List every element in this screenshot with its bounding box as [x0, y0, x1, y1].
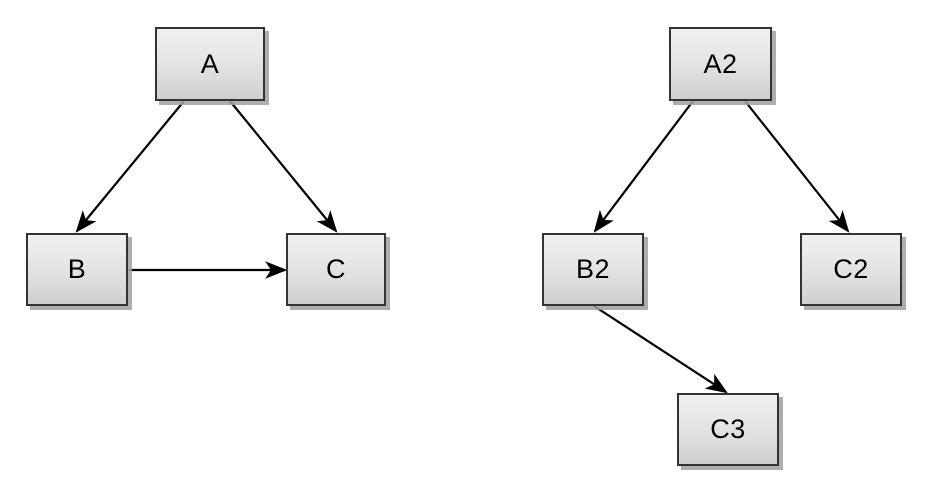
node-label-c: C — [326, 254, 346, 284]
edge-a-to-b — [75, 100, 185, 233]
node-label-c3: C3 — [710, 414, 746, 444]
node-a2[interactable]: A2 — [669, 27, 772, 101]
edge-a-to-c — [229, 100, 338, 233]
node-label-b2: B2 — [575, 254, 611, 284]
node-b2[interactable]: B2 — [542, 233, 644, 306]
node-label-a: A — [200, 48, 220, 79]
edge-a2-to-c2 — [744, 100, 850, 233]
node-label-c2: C2 — [833, 254, 869, 284]
node-c3[interactable]: C3 — [677, 393, 779, 466]
node-c[interactable]: C — [286, 233, 386, 306]
node-label-a2: A2 — [703, 48, 738, 79]
node-a[interactable]: A — [155, 27, 265, 101]
edge-b2-to-c3 — [593, 305, 728, 394]
node-b[interactable]: B — [26, 233, 128, 306]
edge-a2-to-b2 — [593, 100, 694, 233]
edges-group — [75, 100, 850, 394]
node-label-b: B — [67, 254, 87, 284]
node-c2[interactable]: C2 — [800, 233, 902, 306]
